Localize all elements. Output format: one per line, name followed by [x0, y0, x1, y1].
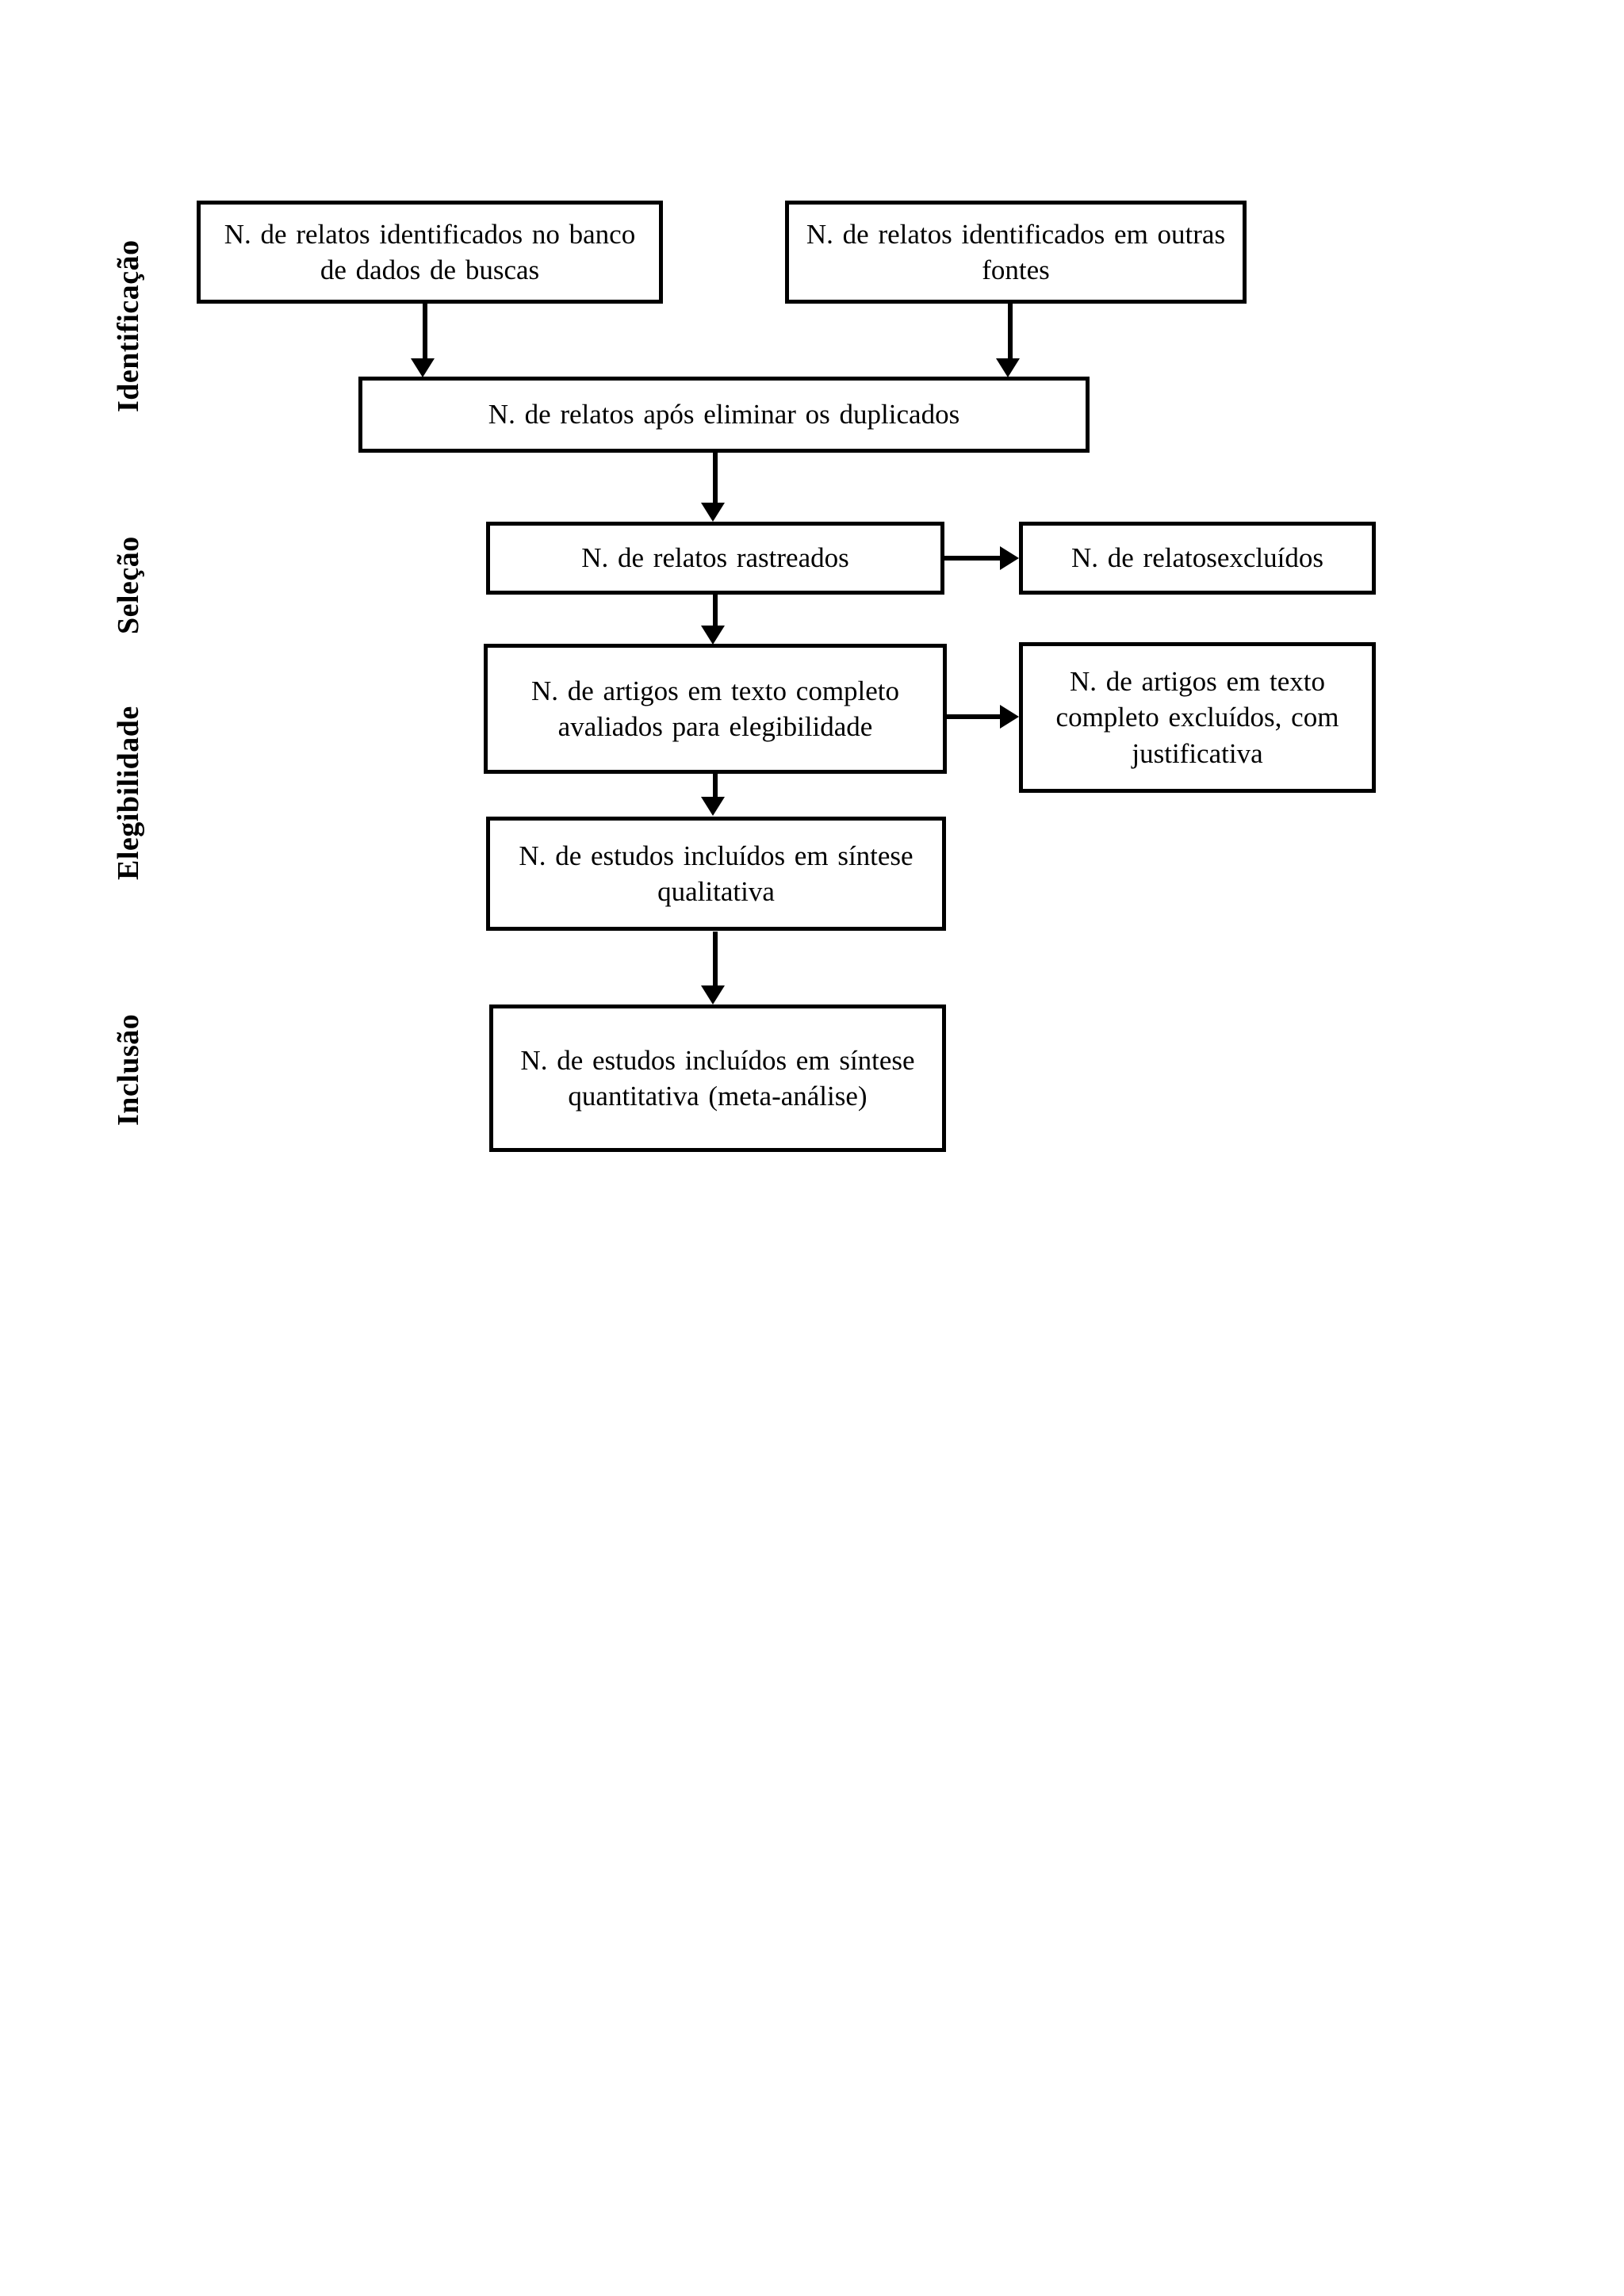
- connector-other-sources-to-duplicates-line: [1008, 304, 1013, 361]
- box-fulltext-excluded-label: N. de artigos em texto completo excluído…: [1055, 665, 1339, 769]
- box-records-after-duplicates: N. de relatos após eliminar os duplicado…: [358, 377, 1090, 453]
- box-records-other-sources: N. de relatos identificados em outras fo…: [785, 201, 1247, 304]
- connector-database-to-duplicates-line: [423, 304, 427, 361]
- box-records-other-sources-label: N. de relatos identificados em outras fo…: [806, 218, 1226, 286]
- connector-qualitative-to-quantitative-line: [713, 932, 718, 987]
- box-records-database-label: N. de relatos identificados no banco de …: [224, 218, 636, 286]
- connector-duplicates-to-screened-arrow: [701, 503, 725, 522]
- connector-fulltext-to-qualitative-arrow: [701, 797, 725, 816]
- stage-label-inclusao: Inclusão: [112, 1013, 145, 1126]
- box-records-screened-label: N. de relatos rastreados: [581, 542, 849, 574]
- connector-fulltext-to-qualitative-line: [713, 774, 718, 798]
- box-studies-quantitative: N. de estudos incluídos em síntese quant…: [489, 1004, 946, 1152]
- box-records-after-duplicates-label: N. de relatos após eliminar os duplicado…: [488, 399, 960, 430]
- box-studies-qualitative: N. de estudos incluídos em síntese quali…: [486, 817, 946, 931]
- connector-screened-to-excluded-arrow: [1000, 546, 1019, 570]
- box-records-excluded: N. de relatosexcluídos: [1019, 522, 1376, 595]
- stage-label-elegibilidade: Elegibilidade: [112, 706, 145, 880]
- connector-fulltext-to-excluded-arrow: [1000, 705, 1019, 729]
- box-records-excluded-label: N. de relatosexcluídos: [1071, 542, 1323, 574]
- box-studies-quantitative-label: N. de estudos incluídos em síntese quant…: [520, 1044, 915, 1112]
- connector-duplicates-to-screened-line: [713, 453, 718, 504]
- box-fulltext-excluded: N. de artigos em texto completo excluído…: [1019, 642, 1376, 793]
- box-records-screened: N. de relatos rastreados: [486, 522, 944, 595]
- connector-screened-to-fulltext-line: [713, 595, 718, 628]
- box-records-database: N. de relatos identificados no banco de …: [197, 201, 663, 304]
- stage-label-selecao: Seleção: [112, 536, 145, 634]
- connector-screened-to-excluded-line: [944, 556, 1002, 561]
- connector-screened-to-fulltext-arrow: [701, 626, 725, 645]
- connector-qualitative-to-quantitative-arrow: [701, 985, 725, 1004]
- stage-label-identificacao: Identificação: [112, 239, 145, 412]
- connector-fulltext-to-excluded-line: [947, 714, 1002, 719]
- box-studies-qualitative-label: N. de estudos incluídos em síntese quali…: [519, 840, 914, 908]
- connector-database-to-duplicates-arrow: [411, 358, 435, 377]
- box-fulltext-assessed-label: N. de artigos em texto completo avaliado…: [530, 675, 900, 743]
- connector-other-sources-to-duplicates-arrow: [996, 358, 1020, 377]
- box-fulltext-assessed: N. de artigos em texto completo avaliado…: [484, 644, 947, 774]
